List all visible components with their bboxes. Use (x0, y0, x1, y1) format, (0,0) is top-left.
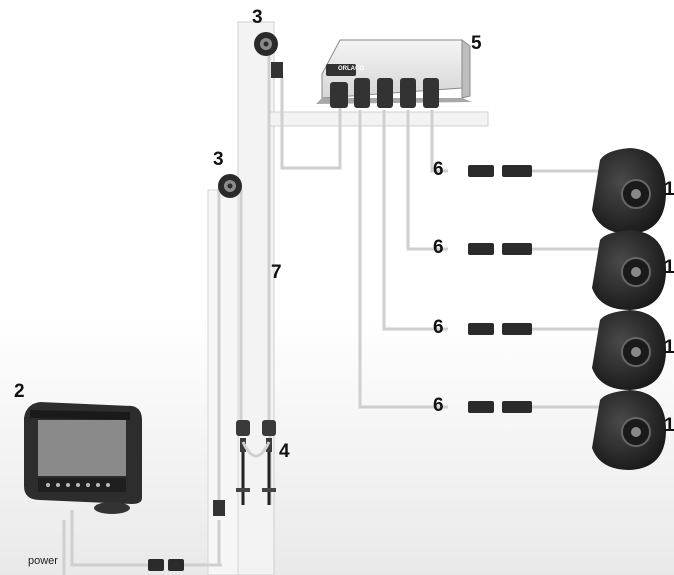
pulley-top (254, 32, 283, 78)
callout-2: 2 (14, 381, 25, 402)
callout-6-d: 6 (433, 395, 444, 416)
camera-4 (592, 390, 666, 470)
brand-logo: ORLACO (338, 66, 364, 72)
callout-3-top: 3 (252, 7, 263, 28)
extension-connectors (468, 165, 532, 413)
callout-1-d: 1 (664, 415, 674, 436)
callout-1-c: 1 (664, 337, 674, 358)
pulley-lower (218, 174, 242, 198)
camera-1 (592, 148, 666, 234)
callout-6-b: 6 (433, 237, 444, 258)
callout-6-a: 6 (433, 159, 444, 180)
power-label: power (28, 555, 58, 567)
callout-3-lower: 3 (213, 149, 224, 170)
callout-1-a: 1 (664, 179, 674, 200)
callout-1-b: 1 (664, 257, 674, 278)
callout-4: 4 (279, 441, 290, 462)
callout-7: 7 (271, 262, 282, 283)
control-box (316, 39, 472, 108)
callout-5: 5 (471, 33, 482, 54)
monitor (24, 402, 142, 514)
mast-clamp (213, 500, 225, 516)
camera-2 (592, 230, 666, 310)
camera-3 (592, 310, 666, 390)
callout-6-c: 6 (433, 317, 444, 338)
spiral-connectors (236, 420, 276, 505)
power-connector (148, 559, 184, 571)
